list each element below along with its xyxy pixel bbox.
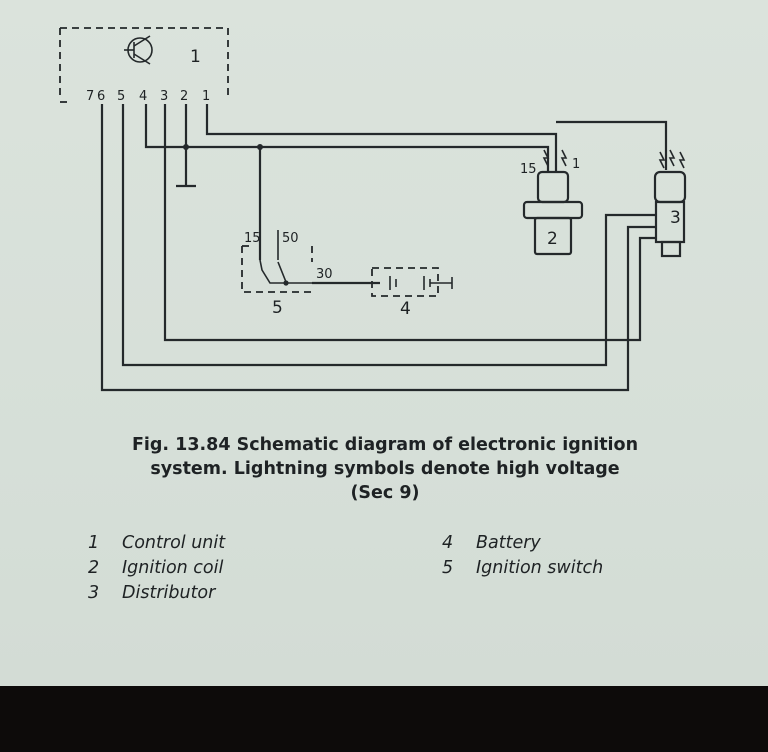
legend-label: Ignition switch	[476, 558, 604, 578]
legend-number: 2	[88, 558, 100, 578]
caption-section: (Sec 9)	[350, 483, 420, 503]
page-edge-shadow	[0, 686, 768, 752]
transistor-symbol	[124, 35, 153, 65]
caption-line: system. Lightning symbols denote high vo…	[150, 459, 620, 479]
switch-terminal-30: 30	[316, 267, 333, 282]
legend-number: 3	[88, 583, 100, 603]
wiring	[100, 104, 668, 392]
terminal-number: 7	[86, 89, 94, 104]
terminal-number: 2	[180, 89, 188, 104]
terminal-number: 4	[139, 89, 147, 104]
legend-item: 3 Distributor	[88, 583, 215, 607]
control-unit-box	[60, 27, 229, 98]
legend-number: 4	[442, 533, 454, 553]
figure-caption: Fig. 13.84 Schematic diagram of electron…	[40, 433, 730, 505]
legend-label: Ignition coil	[122, 558, 224, 578]
control-unit: 1 7 6 5 4 3 2 1	[59, 27, 229, 104]
ignition-coil: 15 1 2	[520, 149, 584, 256]
legend-item: 4 Battery	[442, 533, 541, 557]
control-unit-number: 1	[190, 47, 201, 67]
ignition-schematic: 1 7 6 5 4 3 2 1	[59, 27, 687, 392]
terminal-number: 3	[160, 89, 168, 104]
legend-number: 5	[442, 558, 454, 578]
switch-terminal-15: 15	[244, 231, 261, 246]
coil-number: 2	[547, 229, 558, 249]
terminal-number: 1	[202, 89, 210, 104]
terminal-number: 5	[117, 89, 125, 104]
distributor: 3	[653, 149, 687, 258]
legend-item: 5 Ignition switch	[442, 558, 603, 582]
switch-terminal-50: 50	[282, 231, 299, 246]
caption-line: Fig. 13.84 Schematic diagram of electron…	[131, 435, 639, 455]
ignition-switch: 15 50 30 5	[241, 230, 333, 318]
battery-number: 4	[400, 299, 411, 319]
coil-terminal-15: 15	[520, 162, 537, 177]
legend-item: 2 Ignition coil	[88, 558, 223, 582]
distributor-number: 3	[670, 208, 681, 228]
legend-label: Distributor	[122, 583, 216, 603]
legend-item: 1 Control unit	[88, 533, 225, 557]
terminal-number: 6	[97, 89, 105, 104]
switch-number: 5	[272, 298, 283, 318]
component-legend: 1 Control unit 2 Ignition coil 3 Distributo…	[88, 533, 708, 613]
coil-terminal-1: 1	[572, 157, 580, 172]
legend-number: 1	[88, 533, 100, 553]
battery: 4	[371, 267, 453, 319]
legend-label: Battery	[476, 533, 541, 553]
legend-label: Control unit	[122, 533, 226, 553]
